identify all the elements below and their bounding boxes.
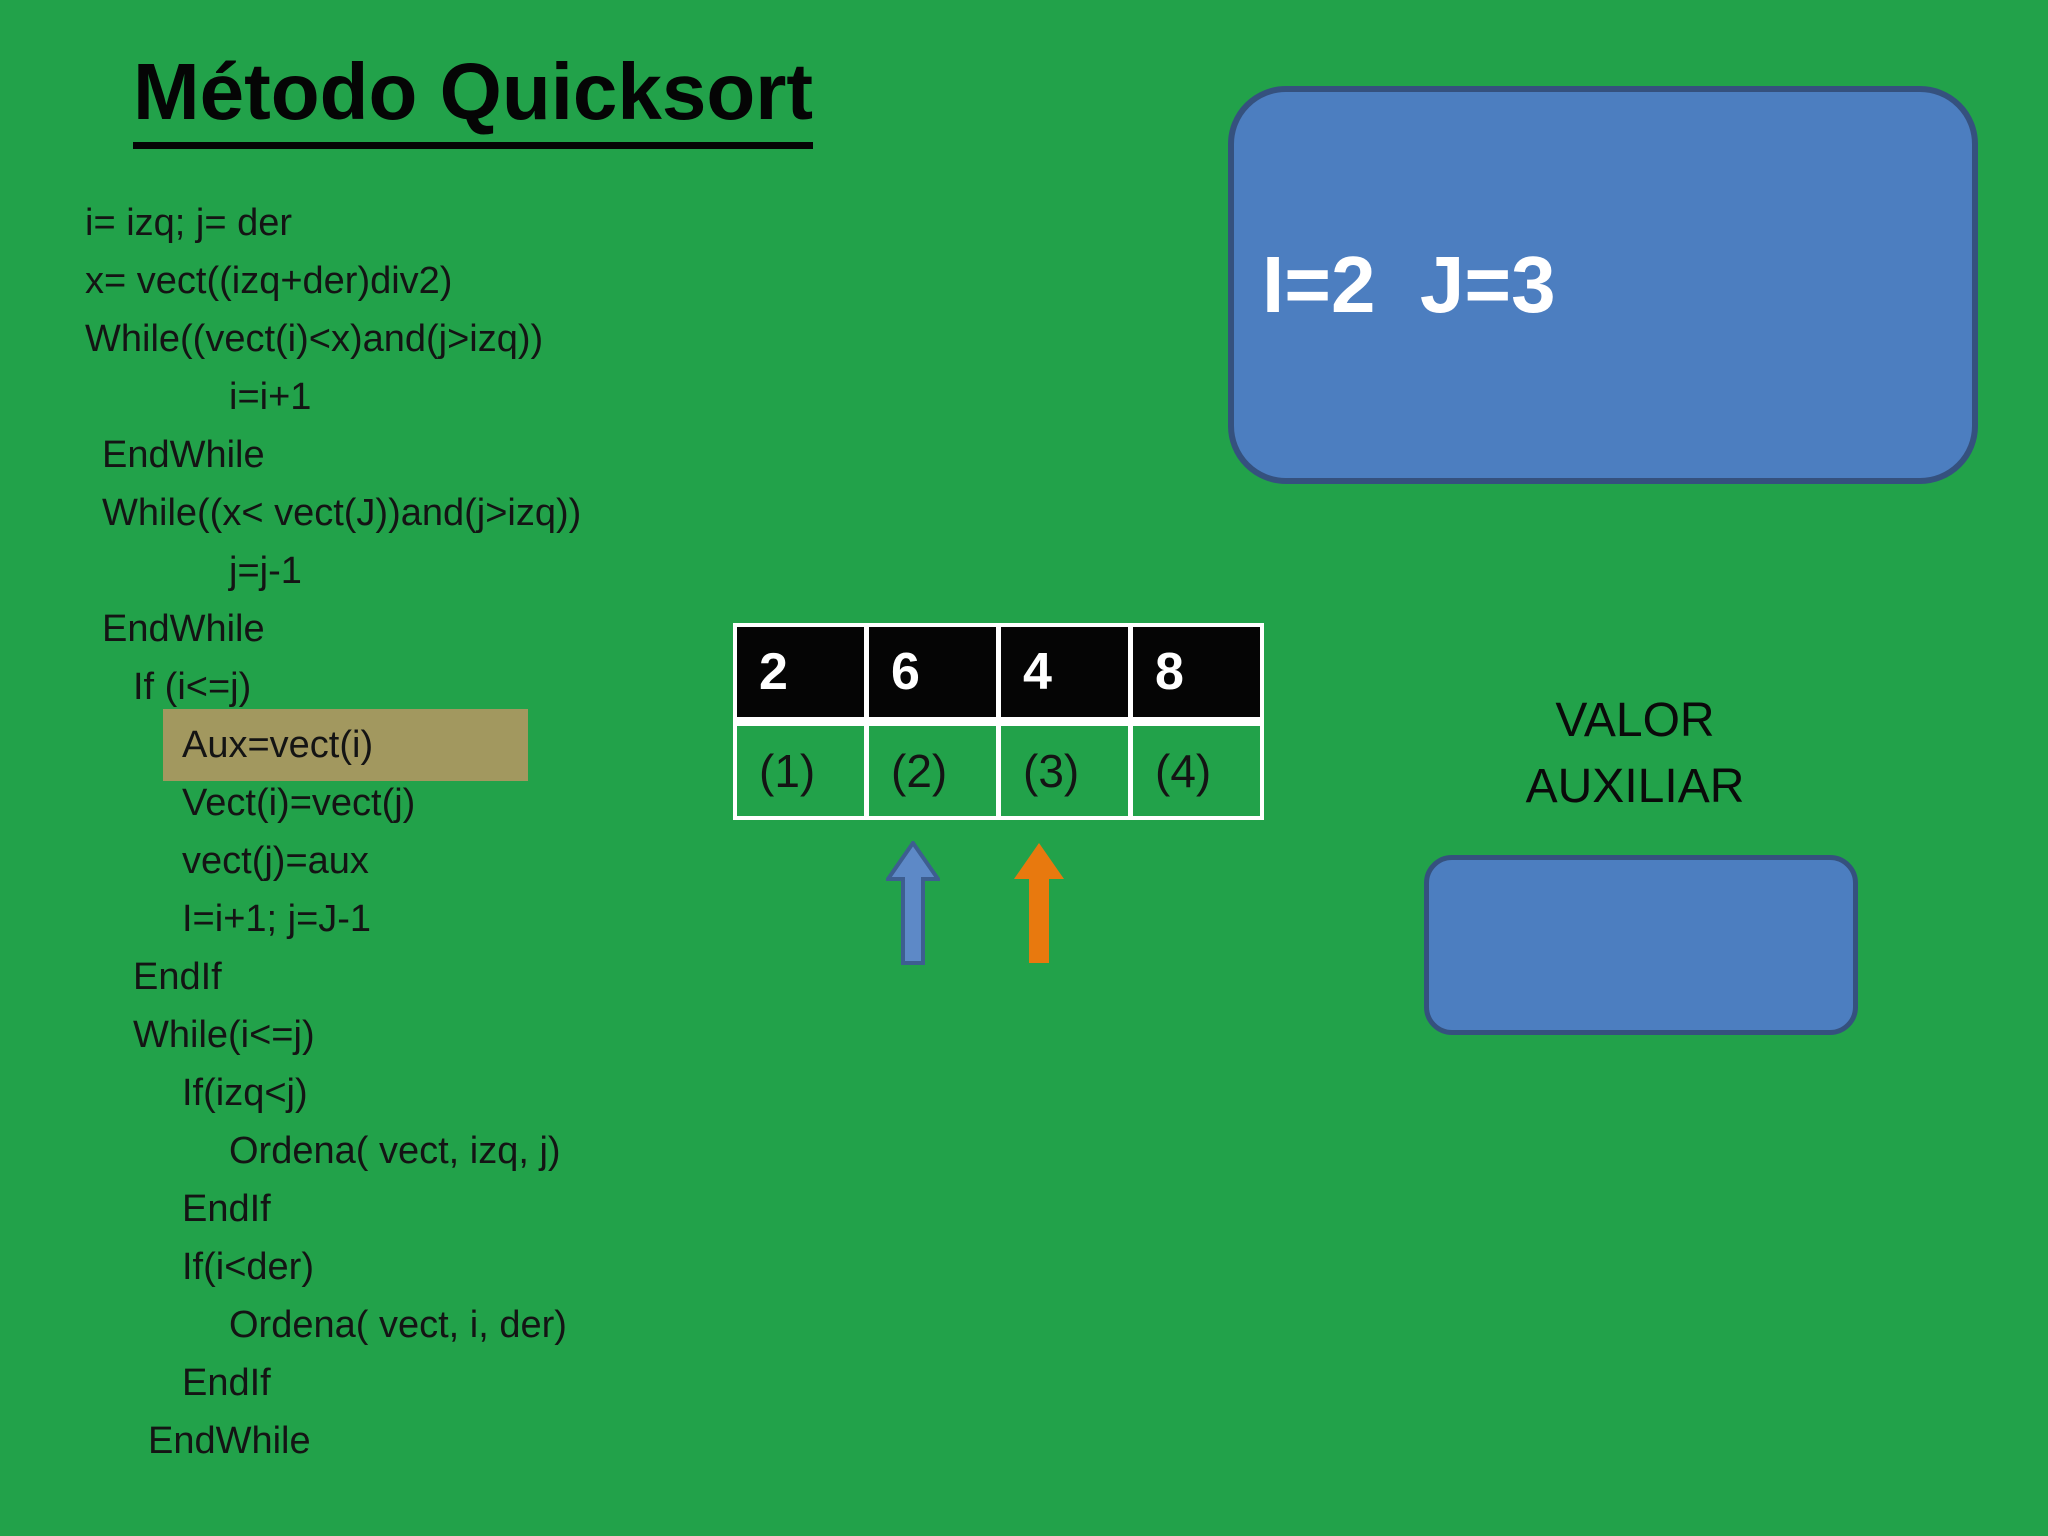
vector-value-cell: 8 bbox=[1133, 627, 1260, 717]
ij-status-box: I=2 J=3 bbox=[1228, 86, 1978, 484]
vector-value-cell: 2 bbox=[737, 627, 864, 717]
code-line: Ordena( vect, i, der) bbox=[229, 1304, 567, 1346]
vector-index-cell: (4) bbox=[1133, 726, 1260, 816]
code-line: EndIf bbox=[182, 1362, 271, 1404]
code-line: EndWhile bbox=[148, 1420, 311, 1462]
code-line: If(i<der) bbox=[182, 1246, 314, 1288]
aux-label-line2: AUXILIAR bbox=[1525, 760, 1745, 813]
code-line: While(i<=j) bbox=[133, 1014, 315, 1056]
code-line: Ordena( vect, izq, j) bbox=[229, 1130, 561, 1172]
code-line: If(izq<j) bbox=[182, 1072, 308, 1114]
code-line: While((x< vect(J))and(j>izq)) bbox=[102, 492, 582, 534]
code-line: If (i<=j) bbox=[133, 666, 252, 708]
code-line: EndIf bbox=[133, 956, 222, 998]
code-line: While((vect(i)<x)and(j>izq)) bbox=[85, 318, 544, 360]
ij-status-text: I=2 J=3 bbox=[1262, 240, 1556, 329]
code-line: EndWhile bbox=[102, 608, 265, 650]
i-pointer-up-arrow-icon bbox=[886, 841, 940, 965]
vector-index-cell: (1) bbox=[737, 726, 864, 816]
code-line: vect(j)=aux bbox=[182, 840, 369, 882]
pseudocode-block: i= izq; j= der x= vect((izq+der)div2) Whil… bbox=[85, 194, 725, 1470]
code-line: Vect(i)=vect(j) bbox=[182, 782, 416, 824]
vector-index-cell: (2) bbox=[869, 726, 996, 816]
vector-value-cell: 4 bbox=[1001, 627, 1128, 717]
aux-value-label: VALOR AUXILIAR bbox=[1435, 688, 1835, 820]
vector-indices-row: (1)(2)(3)(4) bbox=[737, 726, 1260, 816]
code-line: I=i+1; j=J-1 bbox=[182, 898, 372, 940]
page-title: Método Quicksort bbox=[133, 48, 814, 149]
code-line: EndIf bbox=[182, 1188, 271, 1230]
vector-value-cell: 6 bbox=[869, 627, 996, 717]
aux-value-box bbox=[1424, 855, 1858, 1035]
code-line: j=j-1 bbox=[229, 550, 302, 592]
code-line: EndWhile bbox=[102, 434, 265, 476]
aux-label-line1: VALOR bbox=[1555, 694, 1715, 747]
j-pointer-up-arrow-icon bbox=[1014, 843, 1064, 963]
code-line: i= izq; j= der bbox=[85, 202, 292, 244]
vector-index-cell: (3) bbox=[1001, 726, 1128, 816]
code-line: i=i+1 bbox=[229, 376, 312, 418]
code-line-highlighted: Aux=vect(i) bbox=[85, 709, 725, 781]
code-line: x= vect((izq+der)div2) bbox=[85, 260, 453, 302]
